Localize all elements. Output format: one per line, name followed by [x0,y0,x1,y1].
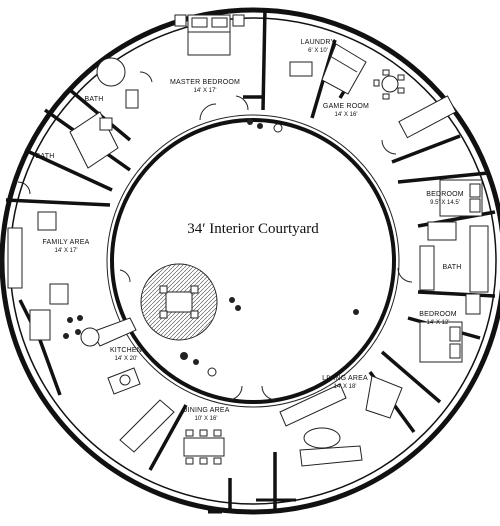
kitchen-dims: 14' X 20' [115,356,138,362]
kitchen-label: KITCHEN [110,347,142,354]
laundry-fixtures [289,43,367,95]
master-bedroom-label: MASTER BEDROOM [170,79,240,86]
bath-top-fixtures [69,57,139,169]
bath-top-label: BATH [85,96,104,103]
bath-right-label: BATH [443,264,462,271]
plant-icons [180,119,359,377]
bedroom1-bed [427,179,483,241]
entry [208,498,296,514]
courtyard-label: 34′ Interior Courtyard [187,221,319,237]
partition-walls [5,7,496,512]
bedroom2-label: BEDROOM [419,311,457,318]
game-table [373,69,457,139]
master-bed [174,14,245,56]
bedroom1-dims: 9.5' X 14.5' [430,200,460,206]
bedroom1-label: BEDROOM [426,191,464,198]
bedroom2-dims: 14' X 12' [427,320,450,326]
dining-area-label: DINING AREA [182,407,229,414]
doors [17,71,413,401]
game-room-dims: 14' X 16' [335,112,358,118]
bedroom2-bed [419,321,463,363]
family-area-label: FAMILY AREA [42,239,89,246]
laundry-label: LAUNDRY [301,39,336,46]
laundry-dims: 6' X 10' [308,48,328,54]
bath-small-label: BATH [36,153,55,160]
master-bedroom-dims: 14' X 17' [194,88,217,94]
family-furniture [7,211,69,341]
kitchen-fixtures [63,315,175,453]
bath-right-fixtures [419,225,489,315]
game-room-label: GAME ROOM [323,103,369,110]
dining-table [183,429,225,465]
dining-area-dims: 10' X 16' [195,416,218,422]
family-area-dims: 14' X 17' [55,248,78,254]
living-area-dims: 14' X 18' [334,384,357,390]
living-furniture [279,375,403,467]
courtyard-seating [140,263,218,341]
courtyard-wall [106,114,400,408]
living-area-label: LIVING AREA [322,375,368,382]
